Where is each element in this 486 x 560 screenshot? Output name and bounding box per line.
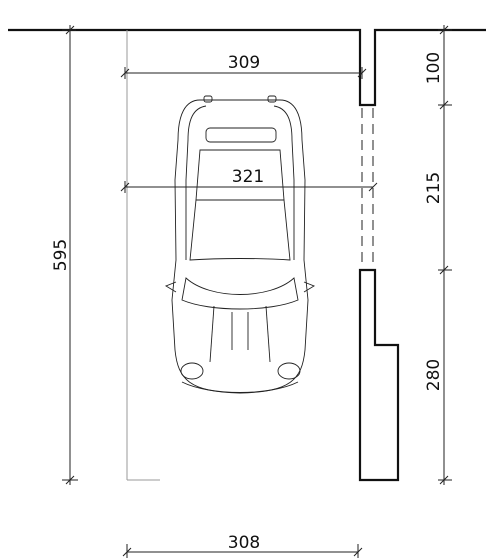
dim-309-tick-left xyxy=(120,67,130,79)
car-rear-window xyxy=(205,127,277,143)
right-wall-lower xyxy=(358,268,400,482)
dim-321-tick-right xyxy=(368,182,378,192)
dim-595-tick-top xyxy=(62,25,76,35)
top-wall-left xyxy=(8,28,486,107)
dim-308-tick-left xyxy=(122,544,132,558)
dimension-lines xyxy=(62,25,452,558)
dim-100-tick-top xyxy=(438,25,452,35)
dim-label-280: 280 xyxy=(424,359,444,391)
car-rear-detail-left xyxy=(203,95,213,103)
walls xyxy=(8,28,486,482)
dimension-labels: 309 321 308 595 100 215 280 xyxy=(51,52,444,553)
dim-label-308: 308 xyxy=(228,533,260,553)
dim-label-321: 321 xyxy=(232,167,264,187)
dim-595-tick-bottom xyxy=(62,475,78,485)
car-mirror-right xyxy=(303,281,316,293)
dim-label-595: 595 xyxy=(51,239,71,271)
dim-308-tick-right xyxy=(353,544,363,558)
car-hood-line-2 xyxy=(265,305,271,363)
dim-321-tick-left xyxy=(120,181,130,193)
car-windshield xyxy=(189,199,291,261)
car-hood-line-1 xyxy=(209,305,215,363)
car-mirror-left xyxy=(164,281,177,293)
dim-309-tick-right xyxy=(357,67,367,79)
car-top-view xyxy=(164,95,316,394)
dim-280-tick-top xyxy=(438,265,452,275)
door-opening xyxy=(361,108,374,268)
dim-215-tick-top xyxy=(438,100,452,110)
car-headlight-left xyxy=(180,362,204,380)
car-rear-detail-right xyxy=(267,95,277,103)
car-body-outline xyxy=(171,99,309,394)
car-hood xyxy=(181,277,299,310)
car-front-bumper xyxy=(181,381,299,393)
car-headlight-right xyxy=(277,362,301,380)
dim-label-309: 309 xyxy=(228,53,260,73)
car-inner-body xyxy=(185,105,295,260)
dim-280-tick-bottom xyxy=(438,475,452,485)
dim-label-215: 215 xyxy=(424,172,444,204)
dim-label-100: 100 xyxy=(424,52,444,84)
